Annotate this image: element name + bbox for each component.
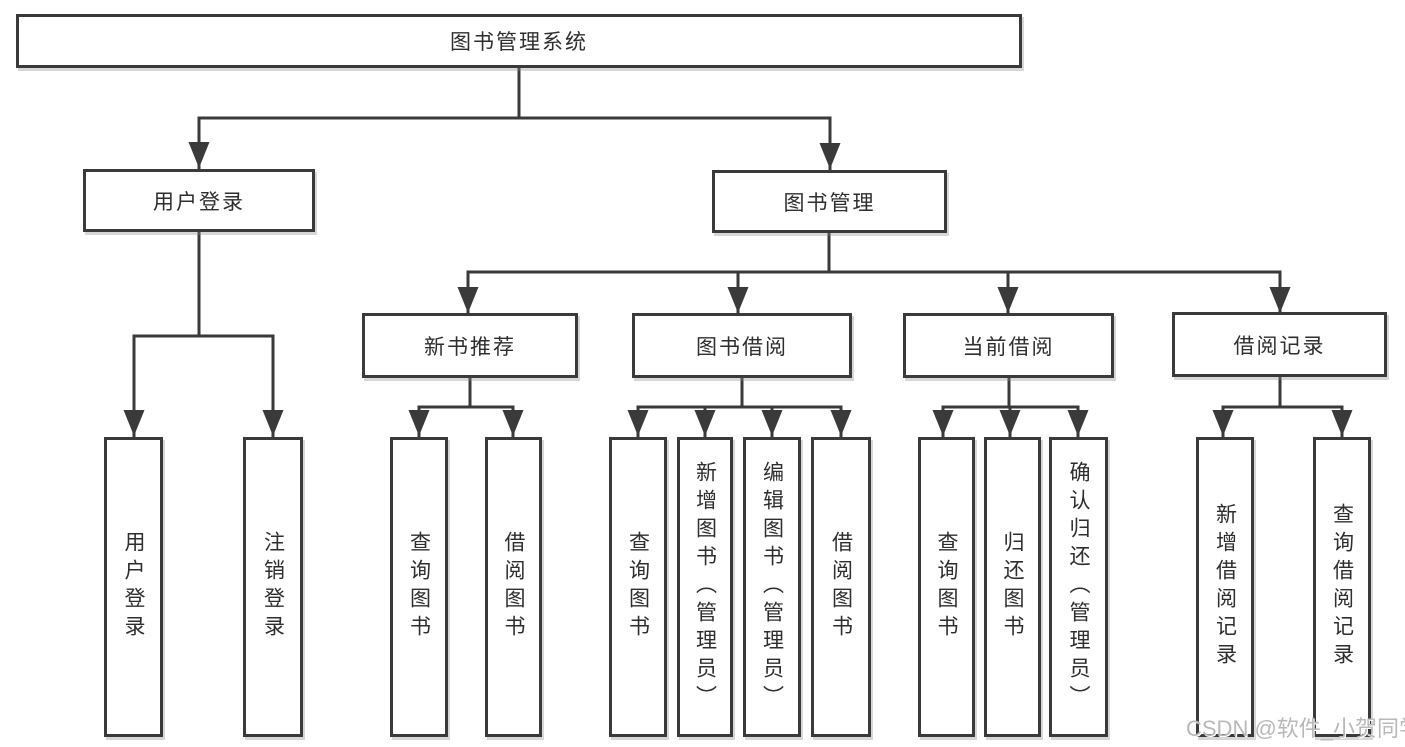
leaf-query-books-borrow: 查询图书 <box>609 437 667 737</box>
leaf-add-borrow-record: 新增借阅记录 <box>1196 437 1254 737</box>
node-book-borrow: 图书借阅 <box>632 313 852 378</box>
csdn-watermark: CSDN @软件_小贺同学 <box>1186 716 1405 741</box>
node-book-management-branch: 图书管理 <box>712 170 947 233</box>
node-current-borrow: 当前借阅 <box>903 313 1114 378</box>
arrowheads <box>123 142 1353 436</box>
node-user-login-branch: 用户登录 <box>83 169 315 232</box>
leaf-borrow-books-borrow: 借阅图书 <box>811 437 871 737</box>
leaf-query-borrow-record: 查询借阅记录 <box>1313 437 1371 737</box>
leaf-user-login: 用户登录 <box>104 437 163 737</box>
leaf-query-books-recommend: 查询图书 <box>390 437 448 737</box>
node-new-book-recommend: 新书推荐 <box>362 313 578 378</box>
leaf-logout-login: 注销登录 <box>243 437 303 737</box>
leaf-confirm-return-admin: 确认归还（管理员） <box>1049 437 1108 737</box>
leaf-borrow-books-recommend: 借阅图书 <box>485 437 542 737</box>
leaf-query-books-current: 查询图书 <box>918 437 975 737</box>
leaf-edit-books-admin: 编辑图书（管理员） <box>743 437 801 737</box>
node-borrow-records: 借阅记录 <box>1172 312 1387 377</box>
node-root-library-system: 图书管理系统 <box>16 14 1022 68</box>
leaf-return-books: 归还图书 <box>984 437 1041 737</box>
leaf-add-books-admin: 新增图书（管理员） <box>677 437 733 737</box>
